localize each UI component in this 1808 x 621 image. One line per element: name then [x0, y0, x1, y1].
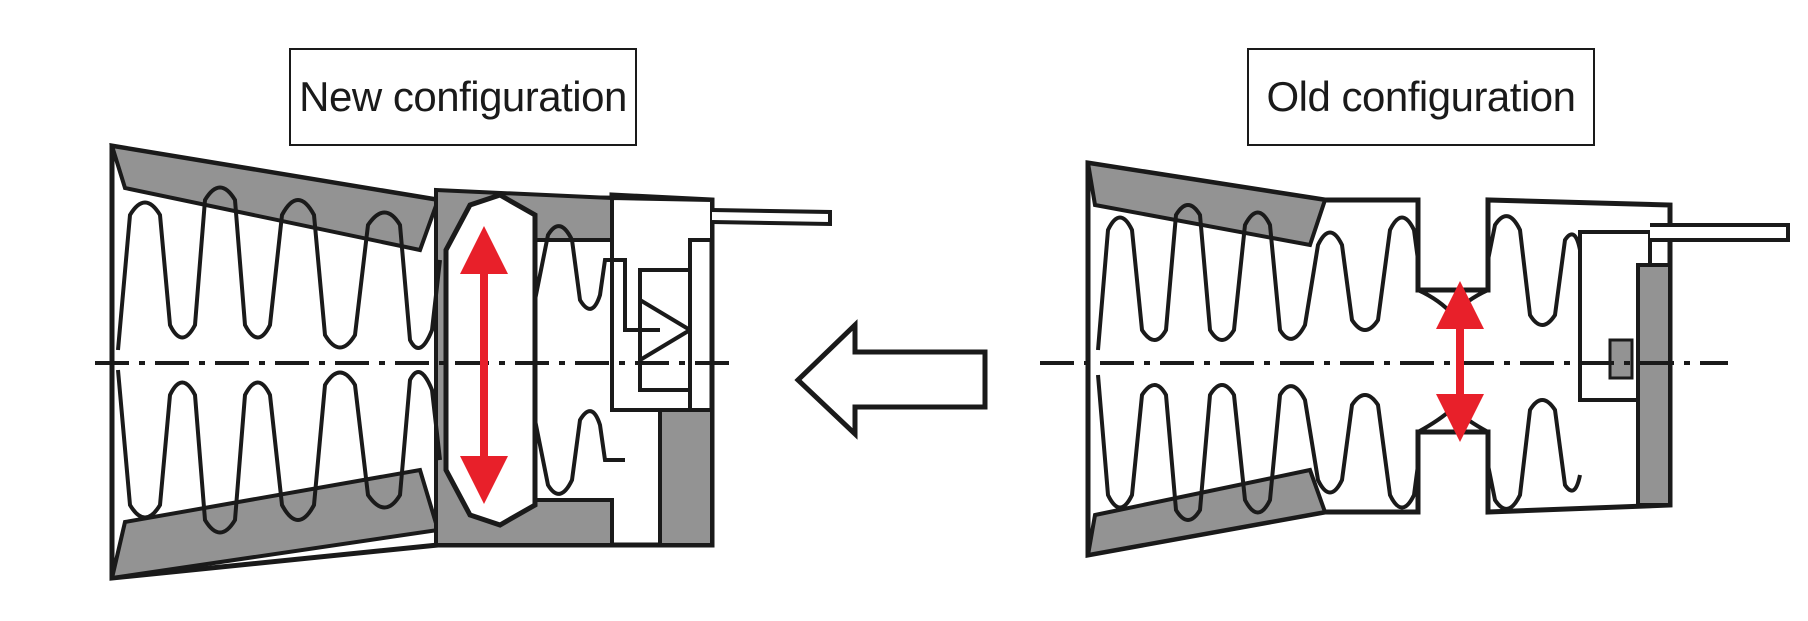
old-neck-lower	[1417, 405, 1489, 434]
new-cable	[711, 208, 832, 227]
old-configuration-label: Old configuration	[1247, 48, 1595, 146]
new-terminal-block	[638, 268, 692, 392]
new-housing-window	[443, 192, 538, 528]
old-cable	[1650, 223, 1790, 242]
arrow-left-outline-icon	[794, 319, 988, 440]
new-spring-rear-lower	[533, 409, 625, 496]
old-contact	[1608, 338, 1634, 380]
new-spring-rear-upper	[533, 224, 660, 332]
old-spring-upper	[1096, 203, 1420, 351]
new-spring-lower	[116, 369, 442, 535]
new-shell-top-band	[109, 143, 441, 253]
new-spring-upper	[116, 185, 442, 351]
old-shell-bottom-band	[1085, 467, 1328, 558]
old-neck-upper	[1417, 288, 1489, 319]
old-rear-plate	[1636, 263, 1672, 507]
old-shell-top-band	[1085, 160, 1328, 248]
old-spring-upper-rear	[1486, 214, 1582, 327]
new-configuration-label: New configuration	[289, 48, 637, 146]
new-configuration-diagram	[95, 143, 832, 581]
new-rear-plate	[610, 195, 714, 412]
old-configuration-diagram	[1040, 160, 1790, 558]
old-spring-lower-rear	[1486, 398, 1582, 511]
old-spring-lower	[1096, 374, 1420, 522]
